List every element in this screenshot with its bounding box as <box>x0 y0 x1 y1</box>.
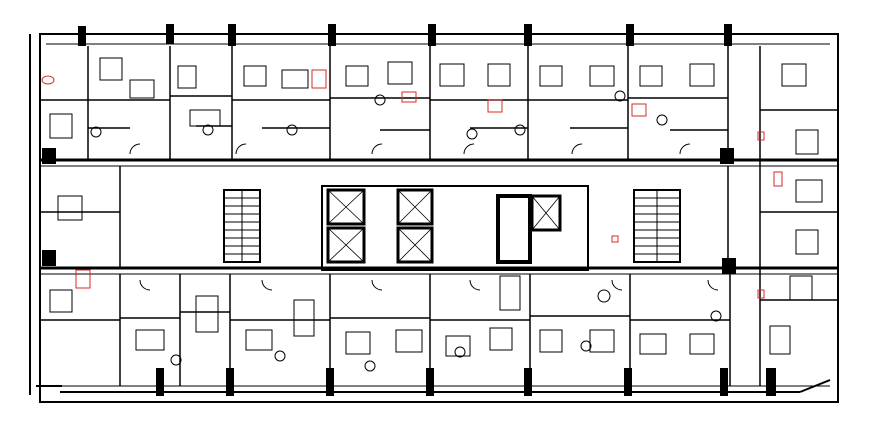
core <box>321 185 589 271</box>
red-dining-tables <box>41 69 783 299</box>
core-outline <box>321 185 589 271</box>
top-unit-walls <box>87 46 729 160</box>
elevator-shaft <box>496 194 532 264</box>
furniture-top <box>90 57 715 140</box>
elevator-shaft <box>396 188 434 226</box>
elevator-shaft <box>530 194 562 232</box>
elevator-shaft <box>396 226 434 264</box>
elevator-shaft <box>326 226 366 264</box>
building-outline <box>29 33 839 403</box>
corridor <box>40 158 838 275</box>
stair-core-right <box>633 189 681 263</box>
elevator-shaft <box>326 188 366 226</box>
furniture-bottom <box>135 275 791 372</box>
furniture-side <box>49 63 823 313</box>
side-unit-walls <box>40 46 838 386</box>
bottom-unit-walls <box>119 274 731 386</box>
door-swings <box>129 143 719 291</box>
stair-core-left <box>223 189 261 263</box>
